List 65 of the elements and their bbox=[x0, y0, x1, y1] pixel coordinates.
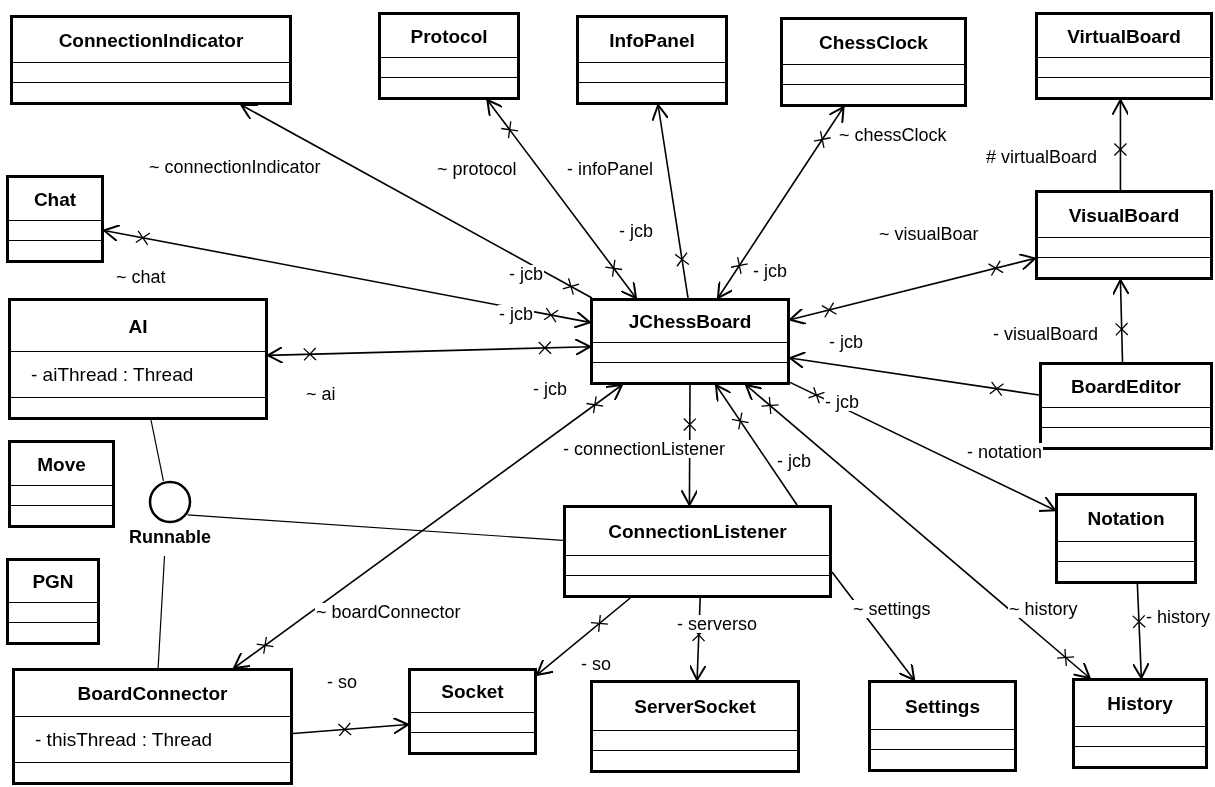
role-label: - jcb bbox=[824, 393, 860, 411]
class-name: History bbox=[1107, 694, 1173, 713]
class-name: PGN bbox=[32, 572, 74, 591]
role-label: ~ boardConnector bbox=[315, 603, 462, 621]
role-label: ~ protocol bbox=[436, 160, 518, 178]
class-name: Protocol bbox=[410, 26, 488, 46]
class-name: JChessBoard bbox=[628, 312, 752, 331]
class-name: BoardConnector bbox=[77, 684, 228, 703]
role-label: - connectionListener bbox=[562, 440, 727, 458]
class-box bbox=[590, 680, 800, 773]
class-name: VirtualBoard bbox=[1067, 26, 1181, 46]
role-label: ~ ai bbox=[305, 385, 337, 403]
class-name: Chat bbox=[33, 189, 77, 209]
class-name: AI bbox=[128, 316, 148, 336]
class-box bbox=[1055, 493, 1197, 584]
class-box bbox=[1072, 678, 1208, 769]
role-label: ~ chat bbox=[115, 268, 167, 286]
role-label: ~ history bbox=[1008, 600, 1079, 618]
role-label: - jcb bbox=[618, 222, 654, 240]
class-box bbox=[408, 668, 537, 755]
role-label: ~ settings bbox=[852, 600, 932, 618]
class-box bbox=[8, 440, 115, 528]
class-name: InfoPanel bbox=[609, 30, 695, 50]
role-label: - notation bbox=[966, 443, 1044, 461]
class-box bbox=[1035, 190, 1213, 280]
class-box bbox=[1035, 12, 1213, 100]
role-label: - jcb bbox=[532, 380, 568, 398]
class-box bbox=[6, 558, 100, 645]
class-box bbox=[378, 12, 520, 100]
role-label: - serverso bbox=[676, 615, 758, 633]
class-name: ChessClock bbox=[819, 32, 928, 52]
class-box bbox=[10, 15, 292, 105]
role-label: - jcb bbox=[508, 265, 544, 283]
class-box bbox=[1039, 362, 1213, 450]
class-name: Move bbox=[37, 454, 86, 474]
class-box bbox=[868, 680, 1017, 772]
role-label: - visualBoard bbox=[992, 325, 1100, 343]
class-name: Settings bbox=[905, 696, 980, 716]
class-name: Socket bbox=[441, 682, 504, 701]
role-label: - infoPanel bbox=[566, 160, 655, 178]
class-box bbox=[590, 298, 790, 385]
class-name: VisualBoard bbox=[1068, 205, 1180, 225]
class-box bbox=[576, 15, 728, 105]
class-name: ConnectionListener bbox=[608, 522, 787, 541]
class-name: ConnectionIndicator bbox=[58, 30, 244, 50]
class-box bbox=[780, 17, 967, 107]
class-name: ServerSocket bbox=[634, 697, 756, 716]
role-label: - jcb bbox=[776, 452, 812, 470]
class-attribute: - aiThread : Thread bbox=[31, 362, 195, 387]
role-label: - history bbox=[1145, 608, 1211, 626]
class-box bbox=[563, 505, 832, 598]
role-label: - jcb bbox=[828, 333, 864, 351]
role-label: ~ chessClock bbox=[838, 126, 948, 144]
role-label: ~ visualBoar bbox=[878, 225, 980, 243]
class-name: BoardEditor bbox=[1071, 376, 1181, 396]
class-box bbox=[12, 668, 293, 785]
role-label: # virtualBoard bbox=[985, 148, 1099, 166]
class-name: Notation bbox=[1087, 509, 1165, 528]
interface-name: Runnable bbox=[129, 528, 211, 546]
class-attribute: - thisThread : Thread bbox=[35, 727, 214, 752]
class-box bbox=[6, 175, 104, 263]
role-label: ~ connectionIndicator bbox=[148, 158, 322, 176]
role-label: - jcb bbox=[752, 262, 788, 280]
class-box bbox=[8, 298, 268, 420]
role-label: - jcb bbox=[498, 305, 534, 323]
